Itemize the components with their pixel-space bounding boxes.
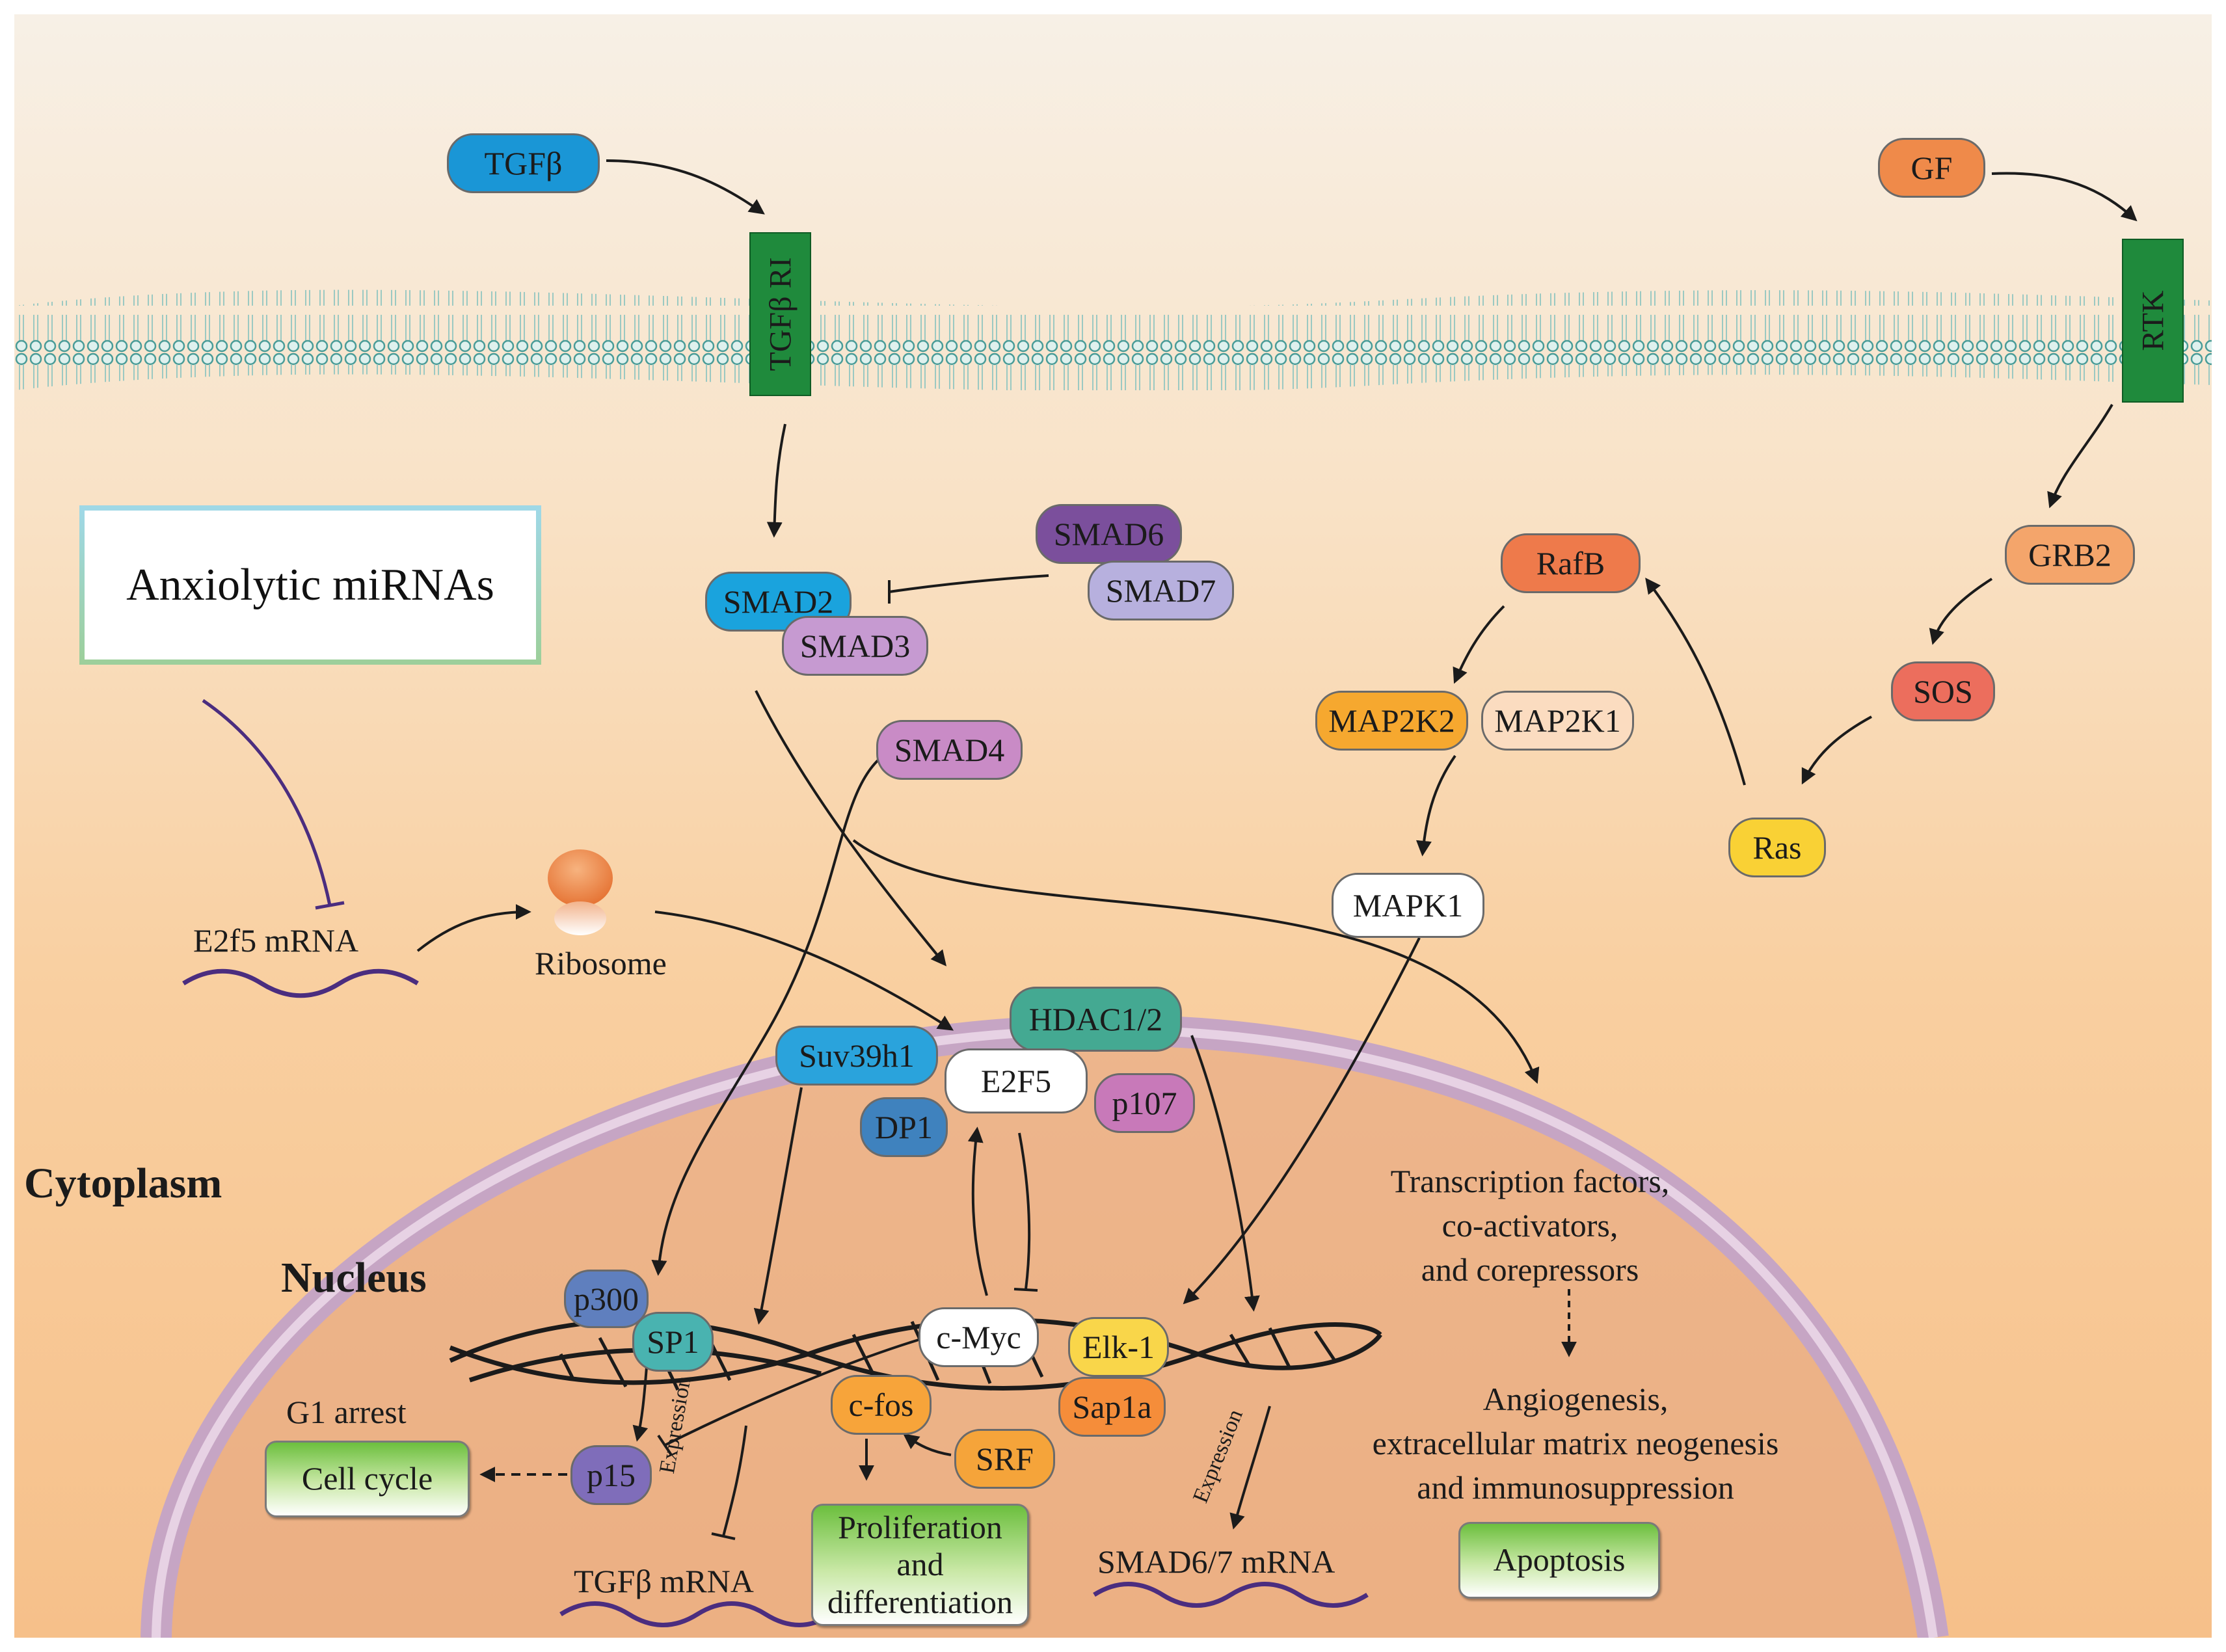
- g1-arrest-label: G1 arrest: [286, 1394, 407, 1430]
- elk1-node: Elk-1: [1068, 1317, 1169, 1377]
- cfos-node: c-fos: [831, 1375, 932, 1435]
- ribosome-icon: [548, 849, 613, 935]
- arrow-cmyc-e2f5: [967, 1126, 988, 1296]
- cell-cycle-box: Cell cycle: [265, 1441, 470, 1517]
- smad7-node: SMAD7: [1088, 561, 1234, 620]
- nucleus-label: Nucleus: [281, 1254, 427, 1301]
- tgfb-node: TGFβ: [447, 133, 600, 193]
- transcription-label: Transcription factors, co-activators, an…: [1390, 1163, 1670, 1288]
- arrow-receptor-smad: [766, 423, 786, 538]
- e2f5-mrna-label: E2f5 mRNA: [193, 922, 359, 959]
- grb2-node: GRB2: [2005, 525, 2135, 585]
- arrow-rafb-map2k: [1453, 605, 1505, 684]
- dp1-node: DP1: [860, 1097, 948, 1157]
- sos-node: SOS: [1891, 661, 1995, 721]
- tgfb-mrna-wave: [559, 1601, 833, 1627]
- arrow-mapk1-elk1: [1183, 937, 1421, 1305]
- smad67-mrna-wave: [1093, 1582, 1369, 1608]
- gf-node: GF: [1878, 138, 1985, 198]
- arrow-ribosome-e2f5: [654, 911, 954, 1031]
- proliferation-box: Proliferation and differentiation: [811, 1504, 1029, 1626]
- map2k2-node: MAP2K2: [1315, 691, 1468, 751]
- e2f5-mrna-wave: [182, 968, 419, 998]
- arrow-smad-transcription: [852, 839, 1540, 1084]
- rtk-receptor: RTK: [2122, 239, 2184, 403]
- sp1-node: SP1: [632, 1312, 714, 1372]
- cytoplasm-label: Cytoplasm: [24, 1160, 222, 1207]
- p300-node: p300: [564, 1270, 649, 1328]
- srf-node: SRF: [954, 1429, 1055, 1489]
- arrow-hdac-smad67: [1190, 1035, 1260, 1312]
- arrow-gf-rtk: [1991, 172, 2138, 222]
- arrow-sp1-p15: [632, 1366, 649, 1442]
- nucleus-interior: [156, 1030, 1933, 1638]
- anxiolytic-mirnas-label: Anxiolytic miRNAs: [126, 559, 494, 610]
- p15-node: p15: [570, 1445, 652, 1505]
- inhibit-smad67-smad23: [889, 574, 1049, 593]
- cell-membrane: [14, 289, 2212, 392]
- inhibit-c-myc-p15: [664, 1337, 926, 1446]
- ras-node: Ras: [1728, 818, 1826, 877]
- tgfb-mrna-label: TGFβ mRNA: [574, 1563, 754, 1599]
- arrow-srf-cfos: [903, 1433, 952, 1456]
- arrow-tgfb-receptor: [606, 159, 765, 215]
- smad67-mrna-label: SMAD6/7 mRNA: [1097, 1543, 1335, 1580]
- sap1a-node: Sap1a: [1058, 1377, 1166, 1437]
- p107-node: p107: [1094, 1073, 1195, 1133]
- arrow-ras-rafb: [1645, 578, 1746, 786]
- suv39h1-node: Suv39h1: [775, 1026, 938, 1086]
- arrow-map2k-mapk1: [1415, 754, 1456, 857]
- arrow-sos-ras: [1801, 715, 1872, 785]
- smad6-node: SMAD6: [1036, 504, 1182, 564]
- map2k1-node: MAP2K1: [1481, 691, 1634, 751]
- arrow-smad-e2f5: [755, 690, 947, 966]
- arrow-smad4-sp1: [651, 748, 893, 1276]
- mapk1-node: MAPK1: [1332, 873, 1484, 938]
- rafb-node: RafB: [1501, 533, 1641, 593]
- cmyc-node: c-Myc: [919, 1307, 1039, 1367]
- smad4-node: SMAD4: [876, 720, 1023, 780]
- inhibit-e2f5-cmyc: [1018, 1132, 1031, 1290]
- hdac-node: HDAC1/2: [1010, 987, 1182, 1052]
- ribosome-label: Ribosome: [535, 945, 667, 981]
- smad3-node: SMAD3: [782, 616, 928, 676]
- pathway-diagram: TGFβ RI RTK Anxiolytic miRNAs TGFβ GF SM…: [14, 14, 2212, 1638]
- arrow-mirna-e2f5: [416, 904, 531, 952]
- inhibit-expression-tgfb: [722, 1425, 747, 1537]
- arrow-rtk-grb2: [2047, 403, 2113, 509]
- anxiolytic-mirnas-box: Anxiolytic miRNAs: [79, 505, 541, 665]
- arrow-suv-dna: [753, 1087, 803, 1325]
- inhibit-mirna-e2f5: [202, 699, 332, 906]
- apoptosis-box: Apoptosis: [1458, 1522, 1660, 1599]
- arrow-grb2-sos: [1929, 578, 1993, 645]
- arrow-expression-smad67: [1229, 1406, 1271, 1530]
- angiogenesis-label: Angiogenesis, extracellular matrix neoge…: [1372, 1381, 1779, 1506]
- tgfb-receptor: TGFβ RI: [749, 232, 811, 396]
- e2f5-node: E2F5: [945, 1048, 1088, 1113]
